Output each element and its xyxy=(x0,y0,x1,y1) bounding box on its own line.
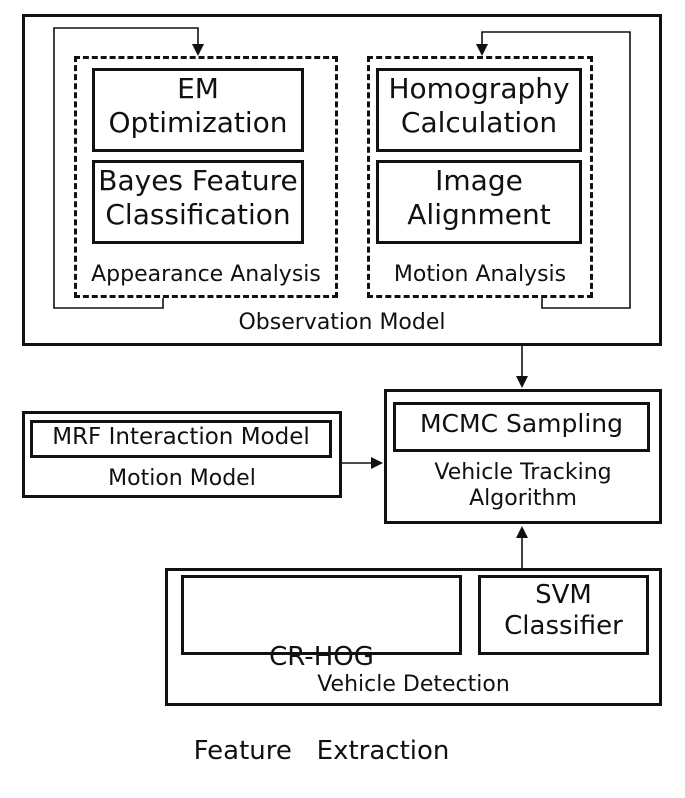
appearance-analysis-label: Appearance Analysis xyxy=(91,262,321,287)
observation-model-box xyxy=(22,14,662,346)
homography-line2: Calculation xyxy=(400,105,558,139)
appearance-feedback-arrow xyxy=(53,27,204,309)
em-optimization-box xyxy=(92,68,304,152)
image-line1: Image xyxy=(435,164,523,197)
observation-model-label: Observation Model xyxy=(238,310,446,335)
motion-analysis-group xyxy=(367,56,593,298)
tracking-line2: Algorithm xyxy=(469,486,577,512)
crhog-extraction-box xyxy=(181,575,462,655)
mrf-interaction-model-label: MRF Interaction Model xyxy=(52,424,310,450)
image-line2: Alignment xyxy=(407,197,551,231)
homography-line1: Homography xyxy=(388,72,570,105)
vehicle-tracking-box xyxy=(384,389,662,524)
mcmc-sampling-label: MCMC Sampling xyxy=(419,409,623,438)
svm-line2: Classifier xyxy=(504,611,623,642)
motion-model-label: Motion Model xyxy=(108,466,256,491)
em-optimization-text: EM Optimization xyxy=(92,72,304,139)
image-alignment-text: Image Alignment xyxy=(376,164,582,231)
homography-calculation-text: Homography Calculation xyxy=(376,72,582,139)
motion-analysis-label: Motion Analysis xyxy=(393,262,567,287)
mrf-interaction-model-box xyxy=(30,420,332,458)
crhog-line1: CR-HOG xyxy=(269,642,374,673)
svm-line1: SVM xyxy=(535,580,592,610)
appearance-analysis-group xyxy=(74,56,338,298)
tracking-line1: Vehicle Tracking xyxy=(434,460,612,485)
vehicle-detection-box xyxy=(165,568,662,706)
motion-model-box xyxy=(22,411,342,498)
vehicle-tracking-label: Vehicle Tracking Algorithm xyxy=(384,460,662,513)
em-line2: Optimization xyxy=(108,105,288,139)
vehicle-detection-label: Vehicle Detection xyxy=(317,672,510,697)
bayes-classification-text: Bayes Feature Classification xyxy=(92,164,304,231)
mcmc-sampling-box xyxy=(393,402,650,452)
bayes-classification-box xyxy=(92,160,304,244)
svm-classifier-text: SVM Classifier xyxy=(478,580,649,642)
svm-classifier-box xyxy=(478,575,649,655)
connectors xyxy=(53,27,631,568)
bayes-line2: Classification xyxy=(105,197,291,231)
motion-feedback-arrow xyxy=(476,31,631,309)
image-alignment-box xyxy=(376,160,582,244)
bayes-line1: Bayes Feature xyxy=(98,164,298,197)
homography-calculation-box xyxy=(376,68,582,152)
crhog-line2: Feature Extraction xyxy=(193,735,450,766)
em-line1: EM xyxy=(177,72,219,105)
